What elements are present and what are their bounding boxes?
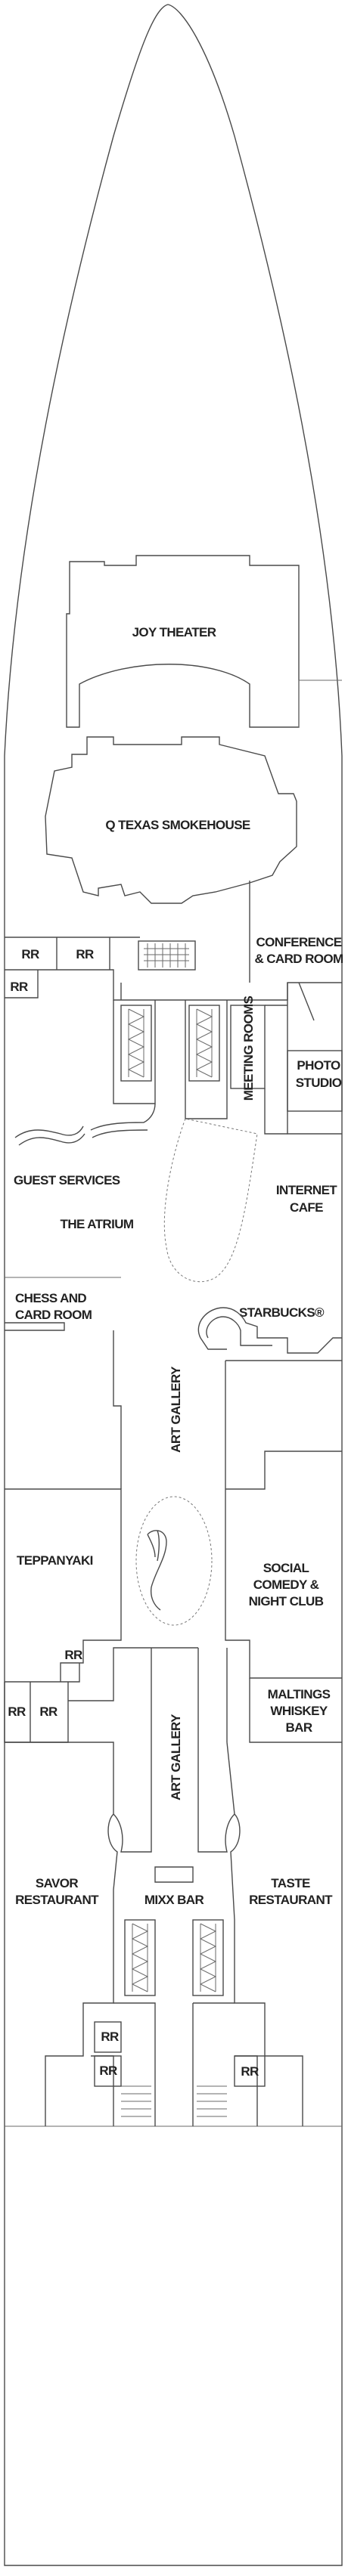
forward-stairs (138, 940, 196, 971)
meeting-rooms-outline (230, 1005, 266, 1089)
starbucks-counter (197, 1307, 342, 1354)
atrium-label: THE ATRIUM (61, 1217, 134, 1231)
art-gallery-bottom-label: ART GALLERY (169, 1714, 183, 1800)
elevator-fwd-left (120, 1005, 152, 1082)
elevator-fwd-right (188, 1005, 220, 1082)
mixx-bar-outline (113, 1813, 235, 1883)
joy-theater-outline (66, 555, 300, 728)
atrium-outline (163, 1118, 258, 1283)
social-label-2: COMEDY & (253, 1577, 319, 1592)
spiral-stair (147, 1530, 167, 1611)
taste-outline (226, 1742, 303, 2126)
forward-restrooms (5, 937, 342, 1001)
ship-hull (4, 4, 343, 2566)
elevator-aft-left (124, 1919, 156, 1996)
aft-stairs (91, 2002, 258, 2126)
art-gallery-top-label: ART GALLERY (169, 1366, 183, 1453)
central-feature (135, 1496, 213, 1626)
chess-room-outline (5, 1322, 122, 1489)
maltings-label-1: MALTINGS (268, 1687, 331, 1701)
meeting-rooms-wing (264, 1005, 287, 1135)
joy-theater-label: JOY THEATER (132, 625, 216, 639)
photo-studio-outline (287, 1050, 343, 1112)
smokehouse-outline (45, 736, 297, 904)
rr-label-9: RR (241, 2064, 259, 2079)
rr-label-7: RR (101, 2030, 119, 2044)
aft-rr-left-box-2 (94, 2055, 122, 2087)
elevator-aft-right-x (199, 1923, 217, 1992)
forward-stairs-treads (144, 943, 189, 968)
conference-label-2: & CARD ROOM (254, 952, 343, 966)
savor-label-1: SAVOR (36, 1876, 79, 1890)
rr-label-5: RR (8, 1704, 26, 1719)
conference-label-1: CONFERENCE (256, 935, 341, 949)
photo-label-2: STUDIO (296, 1076, 342, 1090)
aft-rr-left-box (94, 2021, 122, 2053)
corridor-fwd (113, 1000, 228, 1119)
savor-outline (5, 1742, 118, 2126)
chess-label-1: CHESS AND (15, 1291, 86, 1305)
rr-label-2: RR (76, 947, 94, 961)
elevator-aft-right (192, 1919, 224, 1996)
elevator-fwd-right-x (195, 1008, 213, 1078)
internet-label-1: INTERNET (276, 1183, 337, 1197)
rr-label-3: RR (10, 980, 28, 994)
meeting-rooms-label: MEETING ROOMS (241, 995, 256, 1101)
rr-label-4: RR (64, 1648, 82, 1662)
taste-label-2: RESTAURANT (249, 1893, 333, 1907)
social-label-3: NIGHT CLUB (249, 1594, 324, 1608)
aft-rr-right-box (234, 2055, 266, 2087)
social-label-1: SOCIAL (263, 1561, 309, 1575)
elevator-fwd-left-x (127, 1008, 145, 1078)
mixx-bar-label: MIXX BAR (144, 1893, 204, 1907)
guest-services-desk (14, 1103, 156, 1146)
chess-label-2: CARD ROOM (15, 1308, 92, 1322)
internet-label-2: CAFE (290, 1200, 323, 1215)
taste-label-1: TASTE (271, 1876, 310, 1890)
rr-label-6: RR (39, 1704, 57, 1719)
maltings-outline (226, 1648, 342, 1743)
photo-label-1: PHOTO (297, 1058, 340, 1073)
teppanyaki-label: TEPPANYAKI (17, 1553, 93, 1568)
maltings-label-2: WHISKEY (270, 1704, 328, 1718)
starbucks-label: STARBUCKS® (239, 1305, 325, 1320)
savor-label-2: RESTAURANT (15, 1893, 99, 1907)
art-gallery-lower (151, 1647, 199, 1833)
social-outline (225, 1451, 342, 1679)
theater-wing (298, 680, 342, 727)
conference-room-outline (249, 881, 342, 1135)
starbucks-wall (225, 1360, 342, 1489)
rr-label-8: RR (99, 2064, 117, 2078)
guest-services-label: GUEST SERVICES (14, 1173, 120, 1187)
teppanyaki-outline (5, 1488, 122, 1683)
aft-stair-treads (121, 2085, 227, 2117)
elevator-aft-left-x (131, 1923, 149, 1992)
smokehouse-label: Q TEXAS SMOKEHOUSE (105, 818, 250, 832)
rr-label-1: RR (21, 947, 39, 961)
maltings-label-3: BAR (285, 1720, 312, 1735)
